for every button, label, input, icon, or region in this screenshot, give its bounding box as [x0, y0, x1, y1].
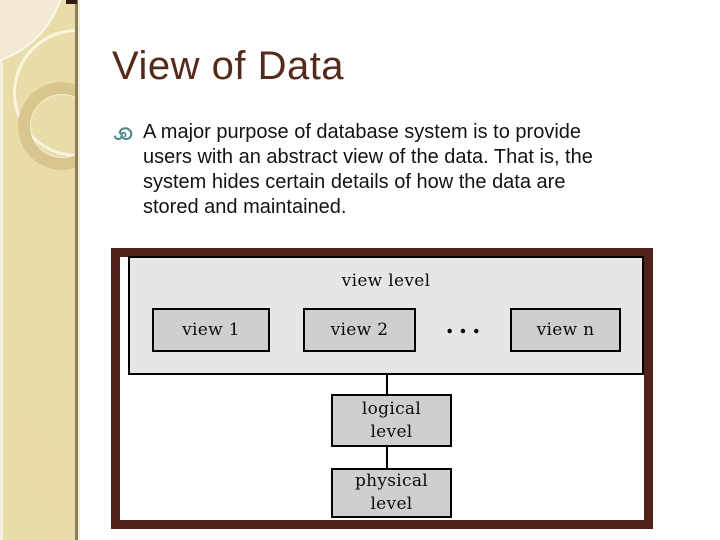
view-level-container: view level view 1 view 2 ... view n	[128, 256, 644, 375]
connector-logical-to-physical	[386, 447, 388, 468]
swirl-bullet-icon	[113, 127, 133, 141]
ellipsis-dots: ...	[445, 309, 486, 339]
bullet-text: A major purpose of database system is to…	[143, 121, 593, 218]
sidebar-background	[0, 0, 75, 540]
view-n-box: view n	[510, 308, 621, 352]
physical-level-box: physical level	[331, 468, 452, 518]
decorative-sidebar	[0, 0, 80, 540]
view-level-label: view level	[341, 271, 431, 291]
logical-level-box: logical level	[331, 394, 452, 447]
page-title: View of Data	[112, 44, 345, 88]
levels-of-abstraction-diagram: view level view 1 view 2 ... view n logi…	[111, 248, 653, 529]
sidebar-edge-dark-line	[75, 0, 78, 540]
top-edge-notch	[66, 0, 77, 4]
connector-view-to-logical	[386, 375, 388, 394]
view-1-box: view 1	[152, 308, 270, 352]
sidebar-edge-light-line	[77, 0, 80, 540]
view-2-box: view 2	[303, 308, 416, 352]
